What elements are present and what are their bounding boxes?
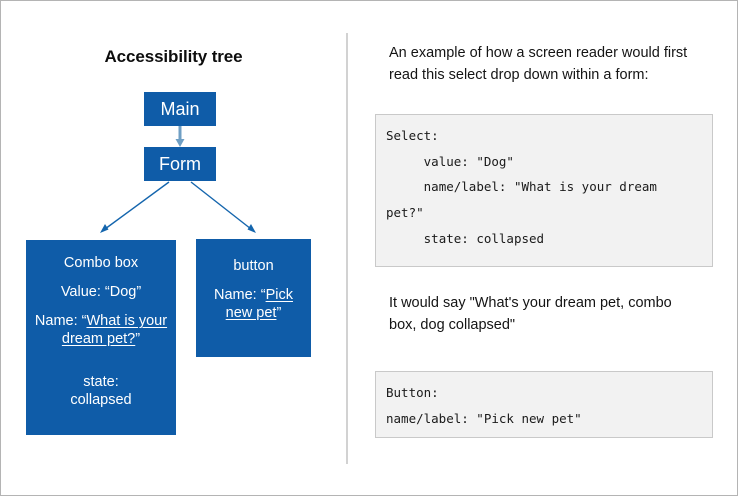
accessibility-tree-panel: Accessibility tree Main Form Combo box V… [1, 1, 346, 495]
explanation-panel: An example of how a screen reader would … [375, 1, 715, 495]
select-code-block: Select: value: "Dog" name/label: "What i… [375, 114, 713, 267]
button-name: Name: “Pick new pet” [202, 286, 305, 322]
combobox-name-suffix: ” [135, 331, 141, 348]
combobox-state-value: collapsed [70, 391, 132, 408]
tree-node-form-label: Form [159, 154, 201, 174]
intro-paragraph: An example of how a screen reader would … [389, 45, 688, 84]
combobox-name-value: What is your dream pet? [61, 313, 168, 348]
vertical-divider [346, 33, 348, 464]
button-code-block: Button: name/label: "Pick new pet" [375, 371, 713, 438]
combobox-value: Value: “Dog” [60, 284, 142, 301]
tree-node-main[interactable]: Main [144, 92, 216, 126]
tree-node-combobox[interactable]: Combo box Value: “Dog” Name: “What is yo… [26, 240, 176, 435]
tree-node-form[interactable]: Form [144, 147, 216, 181]
button-name-value: Pick new pet [225, 287, 293, 322]
combobox-name-prefix: Name: “ [34, 313, 87, 330]
combobox-name: Name: “What is your dream pet?” [32, 312, 170, 348]
page-title: Accessibility tree [104, 47, 243, 66]
button-name-prefix: Name: “ [214, 287, 266, 304]
spoken-output-paragraph: It would say "What's your dream pet, com… [389, 295, 672, 334]
button-role: button [233, 258, 274, 274]
tree-node-button[interactable]: button Name: “Pick new pet” [196, 239, 311, 357]
combobox-role: Combo box [63, 255, 139, 271]
combobox-state-label: state: [83, 373, 119, 390]
tree-node-main-label: Main [160, 99, 200, 119]
button-name-suffix: ” [276, 305, 282, 322]
